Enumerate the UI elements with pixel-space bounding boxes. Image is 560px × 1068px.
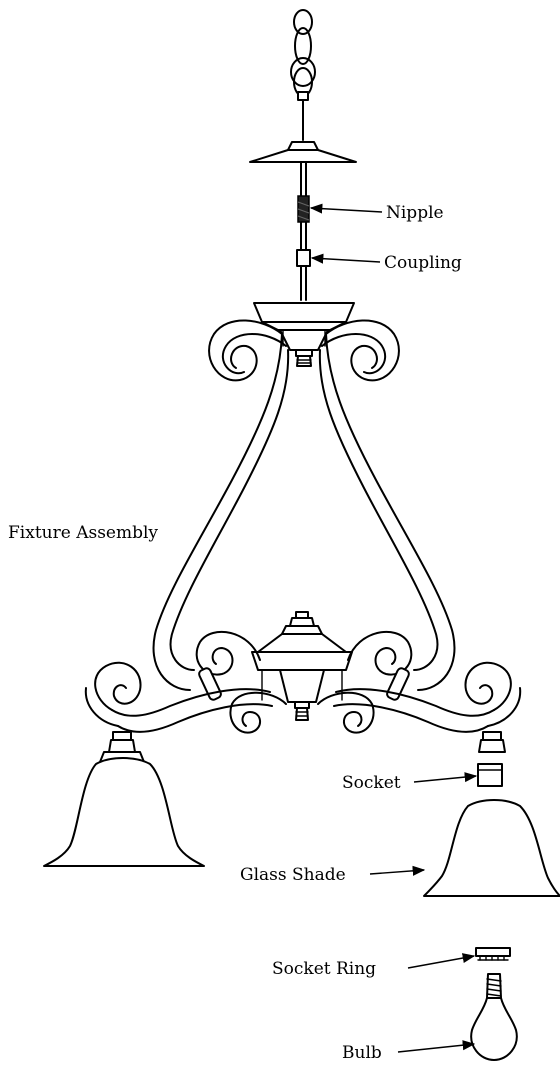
nipple-leader xyxy=(309,203,383,214)
nipple-part xyxy=(297,195,310,223)
right-lamp-top xyxy=(478,731,506,753)
right-outer-arm xyxy=(333,661,522,733)
chain xyxy=(290,9,316,141)
socket-leader xyxy=(413,772,478,783)
coupling-leader xyxy=(310,253,381,264)
bulb-leader xyxy=(397,1040,476,1053)
coupling-part xyxy=(296,249,311,267)
left-glass-shade xyxy=(43,757,205,867)
left-outer-arm xyxy=(84,661,273,733)
label-bulb: Bulb xyxy=(342,1043,382,1063)
label-socket: Socket xyxy=(342,773,401,793)
socket-ring-leader xyxy=(407,953,476,969)
label-fixture-assembly: Fixture Assembly xyxy=(8,523,158,543)
label-glass-shade: Glass Shade xyxy=(240,865,346,885)
left-arm xyxy=(152,319,290,691)
right-arm xyxy=(318,319,456,691)
label-socket-ring: Socket Ring xyxy=(272,959,376,979)
socket-ring-part xyxy=(475,947,511,961)
canopy xyxy=(249,141,357,163)
socket-part xyxy=(477,763,503,787)
top-hub xyxy=(253,302,355,367)
down-rod xyxy=(300,161,307,301)
right-glass-shade xyxy=(423,799,560,897)
label-coupling: Coupling xyxy=(384,253,462,273)
label-nipple: Nipple xyxy=(386,203,444,223)
bulb-part xyxy=(470,973,518,1061)
glass-shade-leader xyxy=(369,865,426,876)
center-hub xyxy=(251,611,353,721)
